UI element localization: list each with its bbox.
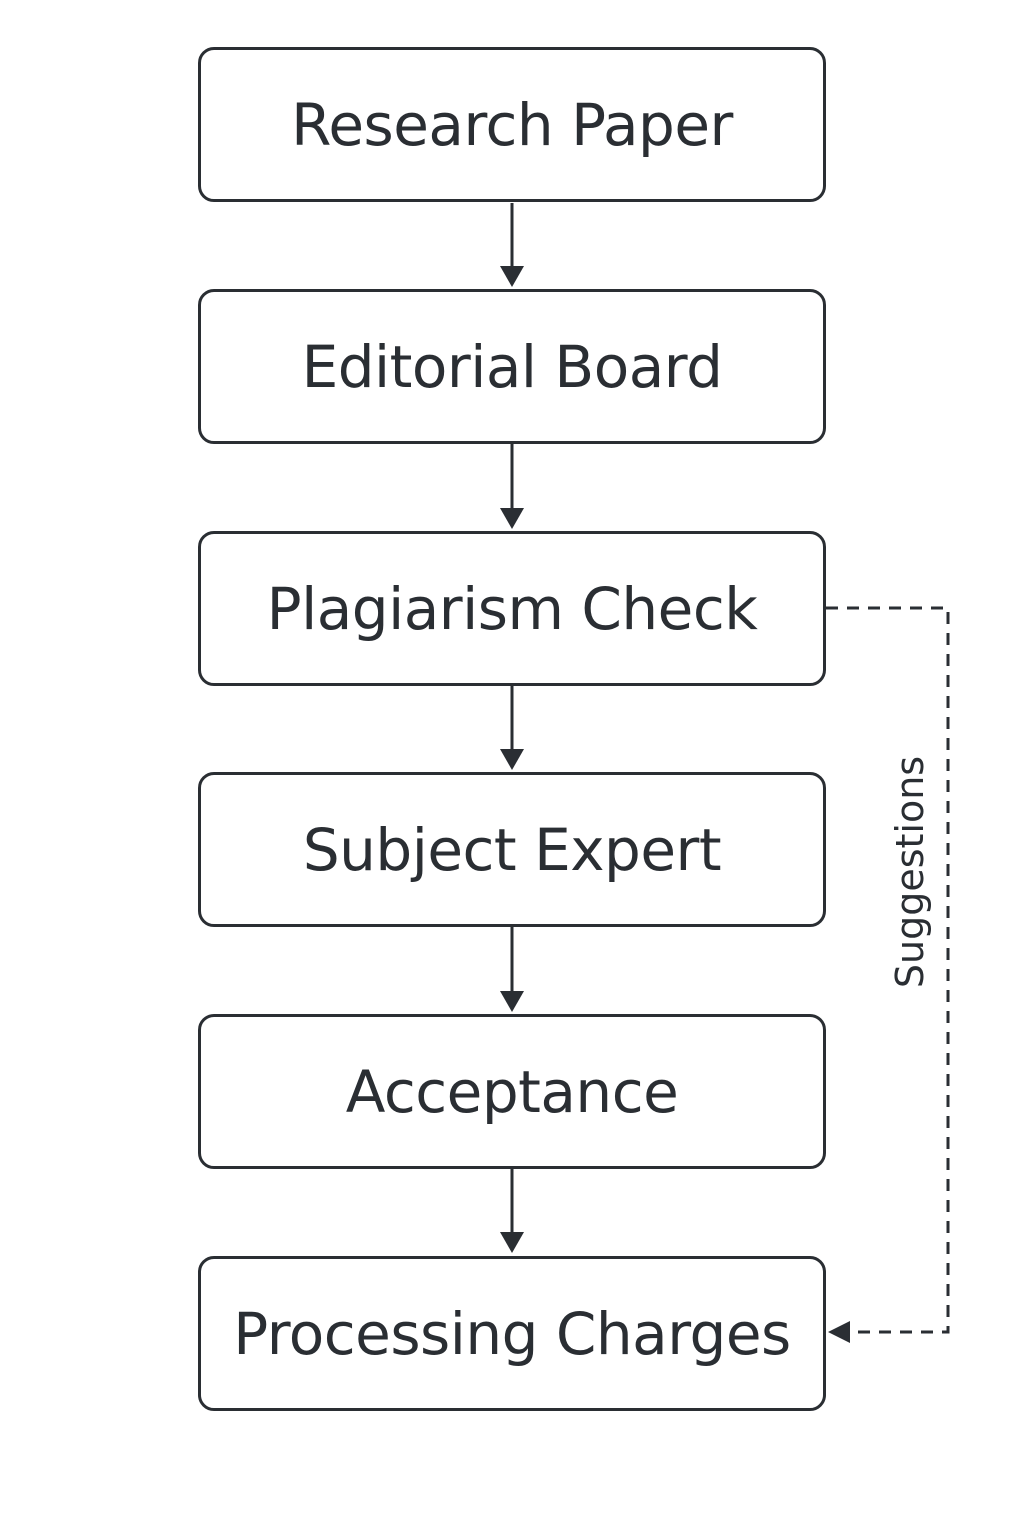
node-acceptance: Acceptance bbox=[198, 1014, 826, 1169]
node-label-processing-charges: Processing Charges bbox=[233, 1299, 791, 1368]
dashed-suggestions-arrow bbox=[826, 606, 950, 1343]
arrow-expert-to-acceptance bbox=[500, 927, 524, 1012]
node-label-subject-expert: Subject Expert bbox=[302, 815, 722, 884]
node-label-research-paper: Research Paper bbox=[291, 90, 733, 159]
node-processing-charges: Processing Charges bbox=[198, 1256, 826, 1411]
arrow-research-to-editorial bbox=[500, 203, 524, 287]
node-editorial-board: Editorial Board bbox=[198, 289, 826, 444]
arrow-plagiarism-to-expert bbox=[500, 686, 524, 770]
node-label-plagiarism-check: Plagiarism Check bbox=[266, 574, 758, 643]
node-label-editorial-board: Editorial Board bbox=[301, 332, 723, 401]
arrow-acceptance-to-charges bbox=[500, 1168, 524, 1253]
node-research-paper: Research Paper bbox=[198, 47, 826, 202]
node-plagiarism-check: Plagiarism Check bbox=[198, 531, 826, 686]
node-label-acceptance: Acceptance bbox=[345, 1057, 679, 1126]
edge-label-suggestions: Suggestions bbox=[888, 755, 932, 989]
arrow-editorial-to-plagiarism bbox=[500, 444, 524, 529]
node-subject-expert: Subject Expert bbox=[198, 772, 826, 927]
